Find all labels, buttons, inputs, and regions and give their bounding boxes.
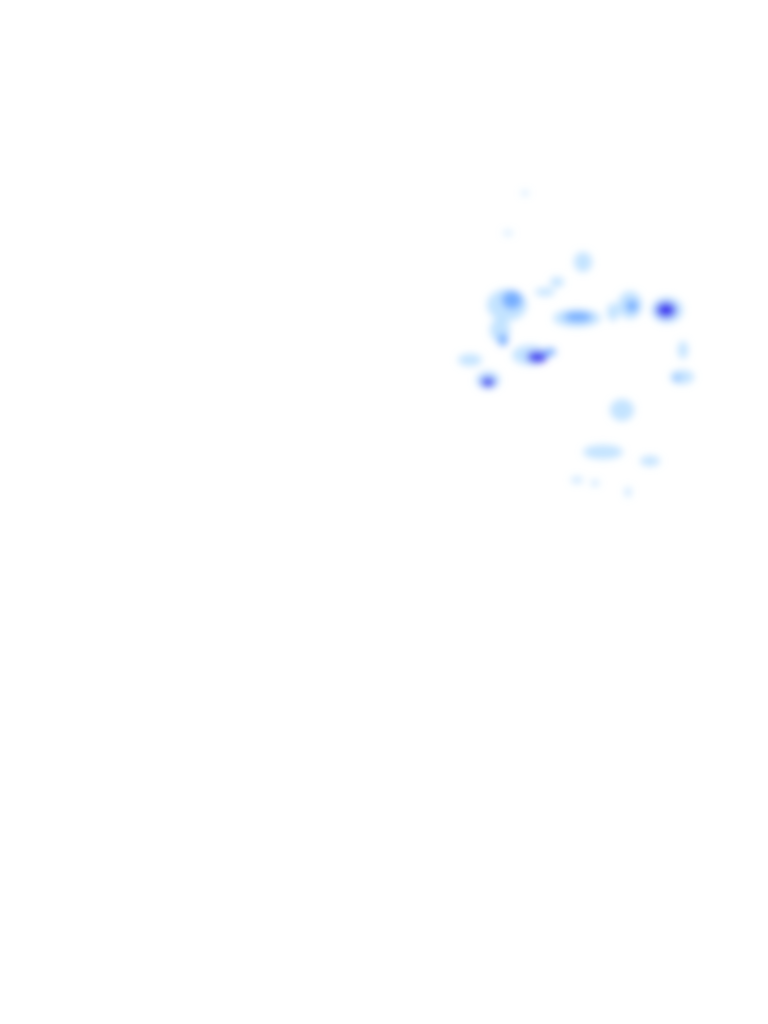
precipitation-cell-medium xyxy=(544,348,556,356)
precipitation-cell-medium xyxy=(626,300,638,312)
precipitation-cell-light xyxy=(625,487,631,497)
precipitation-cell-light xyxy=(571,477,583,483)
precipitation-cell-light xyxy=(458,354,482,366)
precipitation-cell-medium xyxy=(674,375,680,381)
precipitation-cell-medium xyxy=(502,291,522,309)
precipitation-cell-light xyxy=(550,277,564,287)
precipitation-cell-light xyxy=(521,191,529,195)
precipitation-cell-light xyxy=(640,456,660,466)
precipitation-cell-light xyxy=(574,252,592,272)
precipitation-cell-light xyxy=(535,288,555,296)
precipitation-cell-light xyxy=(503,231,513,235)
precipitation-cell-light xyxy=(607,303,619,321)
precipitation-cell-heavy xyxy=(656,302,676,318)
precipitation-cell-light xyxy=(591,480,599,486)
precipitation-cell-heavy xyxy=(481,377,495,387)
precipitation-cell-medium xyxy=(564,312,592,322)
precipitation-cell-heavy xyxy=(527,351,547,363)
precipitation-cell-light xyxy=(670,370,694,384)
precipitation-cell-light xyxy=(583,445,623,459)
precipitation-cell-medium xyxy=(498,334,508,346)
precipitation-cell-light xyxy=(610,399,634,421)
precipitation-cell-light xyxy=(678,341,688,359)
